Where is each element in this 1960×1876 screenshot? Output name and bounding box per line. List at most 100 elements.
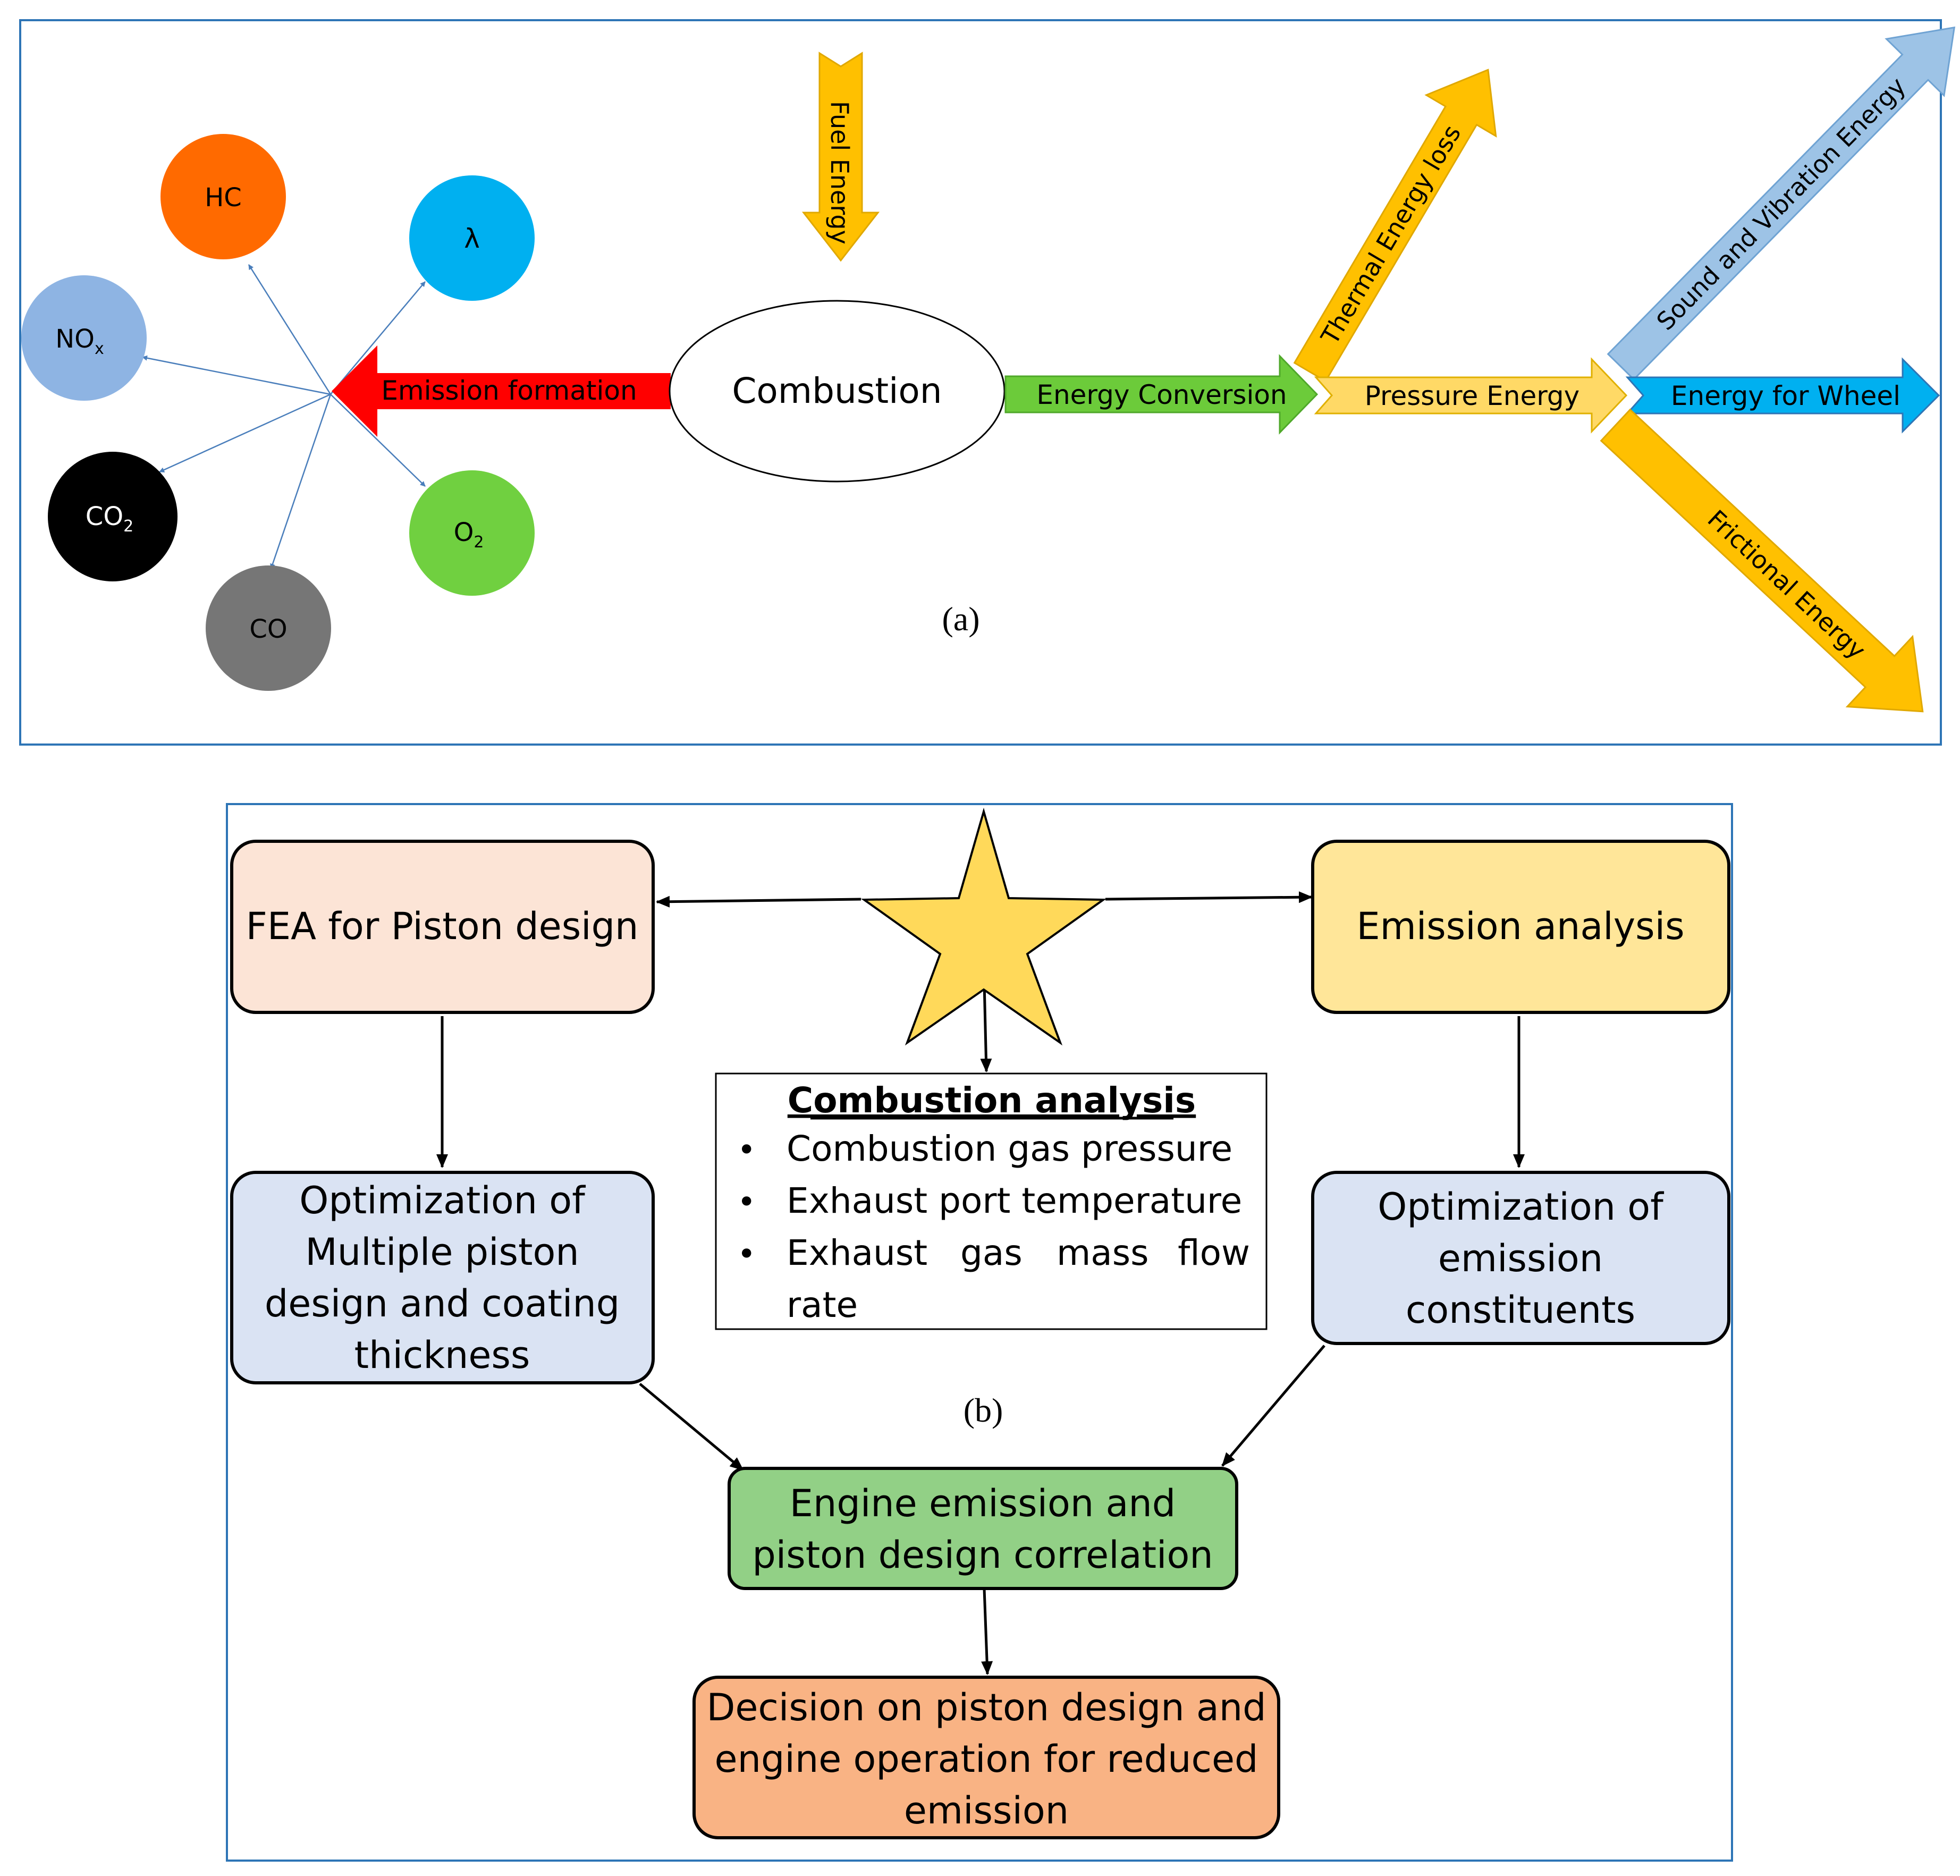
combustion-label: Combustion — [732, 370, 942, 411]
decision-line-1: Decision on piston design and — [706, 1686, 1266, 1729]
line-to-nox — [142, 355, 331, 395]
caption-b: (b) — [964, 1391, 1003, 1429]
bullet-3: • — [737, 1236, 756, 1273]
pressure-energy-arrow: Pressure Energy — [1314, 357, 1628, 434]
fea-box-label: FEA for Piston design — [246, 905, 639, 948]
emission-analysis-label: Emission analysis — [1356, 905, 1684, 948]
combustion-item-1: Combustion gas pressure — [787, 1128, 1232, 1169]
line-to-co2 — [159, 393, 331, 473]
co-node: CO — [206, 565, 331, 691]
thermal-arrow-shape — [1293, 69, 1497, 383]
opt-piston-rect — [230, 1171, 655, 1384]
energy-conversion-shape — [1004, 354, 1319, 435]
combustion-node: Combustion — [669, 300, 1006, 483]
combustion-item-3-word-4: flow — [1178, 1232, 1250, 1273]
o2-main: O — [454, 518, 474, 547]
correlation-to-decision-arrow — [981, 1588, 993, 1675]
nox-node: NOx — [21, 275, 147, 401]
lambda-node: λ — [409, 175, 535, 301]
star-to-emission-arrow — [1105, 891, 1313, 903]
co2-main: CO — [86, 502, 123, 531]
emission-formation-arrow: Emission formation — [332, 345, 671, 437]
bullet-1: • — [737, 1131, 756, 1169]
star-to-fea-arrow — [656, 895, 861, 908]
nox-sub: x — [95, 340, 104, 358]
o2-node: O2 — [409, 470, 535, 596]
correlation-line-1: Engine emission and — [790, 1482, 1176, 1525]
emission-analysis-box: Emission analysis — [1311, 840, 1730, 1014]
combustion-analysis-rect — [715, 1072, 1268, 1330]
hc-circle — [160, 134, 286, 259]
nox-label: NOx — [55, 324, 104, 358]
opt-piston-line-4: thickness — [354, 1333, 530, 1377]
opt-emission-line-1: Optimization of — [1378, 1185, 1664, 1229]
opt-piston-line-1: Optimization of — [299, 1179, 586, 1222]
co-label: CO — [249, 614, 287, 644]
decision-rect — [692, 1676, 1280, 1839]
hc-label: HC — [205, 183, 242, 213]
emission-analysis-rect — [1311, 840, 1730, 1014]
combustion-ellipse — [669, 300, 1006, 483]
combustion-item-3-word-1: Exhaust — [787, 1232, 927, 1273]
decision-box: Decision on piston design and engine ope… — [692, 1676, 1280, 1839]
sound-arrow-shape — [1607, 26, 1956, 381]
combustion-analysis-title: Combustion analysis — [788, 1080, 1196, 1121]
bullet-2: • — [737, 1184, 756, 1221]
decision-line-3: emission — [904, 1789, 1069, 1832]
line-to-hc — [248, 264, 332, 395]
pressure-arrow-shape — [1314, 357, 1628, 434]
combustion-item-3-word-3: mass — [1057, 1232, 1149, 1273]
combustion-analysis-box: Combustion analysis • Combustion gas pre… — [715, 1072, 1268, 1330]
opt-emission-box: Optimization of emission constituents — [1311, 1171, 1730, 1345]
decision-line-2: engine operation for reduced — [715, 1737, 1258, 1781]
wheel-arrow-label: Energy for Wheel — [1671, 381, 1900, 411]
o2-label: O2 — [454, 518, 484, 552]
co2-node: CO2 — [48, 452, 178, 581]
co-circle — [206, 565, 331, 691]
emission-arrow-label: Emission formation — [381, 375, 637, 406]
star-to-combustion-arrow — [980, 983, 992, 1072]
fuel-energy-arrow: Fuel Energy — [801, 52, 880, 262]
correlation-rect — [728, 1467, 1238, 1590]
opt-emission-line-2: emission — [1438, 1237, 1603, 1280]
lambda-label: λ — [464, 223, 480, 254]
energy-conversion-label: Energy Conversion — [1036, 379, 1287, 410]
opt-piston-to-correlation-arrow — [639, 1383, 744, 1471]
opt-emission-rect — [1311, 1171, 1730, 1345]
star-icon — [860, 807, 1107, 1046]
lambda-circle — [409, 175, 535, 301]
fuel-arrow-shape — [801, 52, 880, 262]
correlation-line-2: piston design correlation — [752, 1533, 1213, 1577]
fea-box: FEA for Piston design — [230, 840, 655, 1014]
co2-sub: 2 — [123, 517, 133, 536]
line-to-o2 — [330, 394, 426, 487]
combustion-item-3-wrap: rate — [787, 1285, 858, 1325]
opt-emission-to-correlation-arrow — [1221, 1345, 1325, 1467]
correlation-box: Engine emission and piston design correl… — [728, 1467, 1238, 1590]
panel-b-connectors — [436, 891, 1525, 1675]
emission-lines — [142, 264, 426, 569]
hc-node: HC — [160, 134, 286, 259]
emission-arrow-shape — [332, 345, 671, 437]
co2-circle — [48, 452, 178, 581]
combustion-item-3-word-2: gas — [960, 1232, 1023, 1273]
caption-a: (a) — [942, 600, 979, 638]
fea-box-rect — [230, 840, 655, 1014]
energy-for-wheel-arrow: Energy for Wheel — [1625, 357, 1940, 434]
o2-circle — [409, 470, 535, 596]
nox-circle — [21, 275, 147, 401]
frictional-arrow-shape — [1600, 408, 1924, 713]
co2-label: CO2 — [86, 502, 133, 536]
combustion-item-2: Exhaust port temperature — [787, 1180, 1242, 1221]
fuel-arrow-label: Fuel Energy — [825, 101, 854, 244]
wheel-arrow-shape — [1625, 357, 1940, 434]
opt-piston-line-2: Multiple piston — [305, 1230, 579, 1274]
energy-conversion-arrow: Energy Conversion — [1004, 354, 1319, 435]
nox-main: NO — [55, 324, 95, 354]
pressure-arrow-label: Pressure Energy — [1365, 381, 1579, 411]
opt-emission-line-3: constituents — [1406, 1288, 1635, 1332]
line-to-co — [270, 394, 332, 569]
opt-piston-line-3: design and coating — [265, 1282, 620, 1325]
line-to-lambda — [330, 281, 426, 395]
opt-piston-box: Optimization of Multiple piston design a… — [230, 1171, 655, 1384]
